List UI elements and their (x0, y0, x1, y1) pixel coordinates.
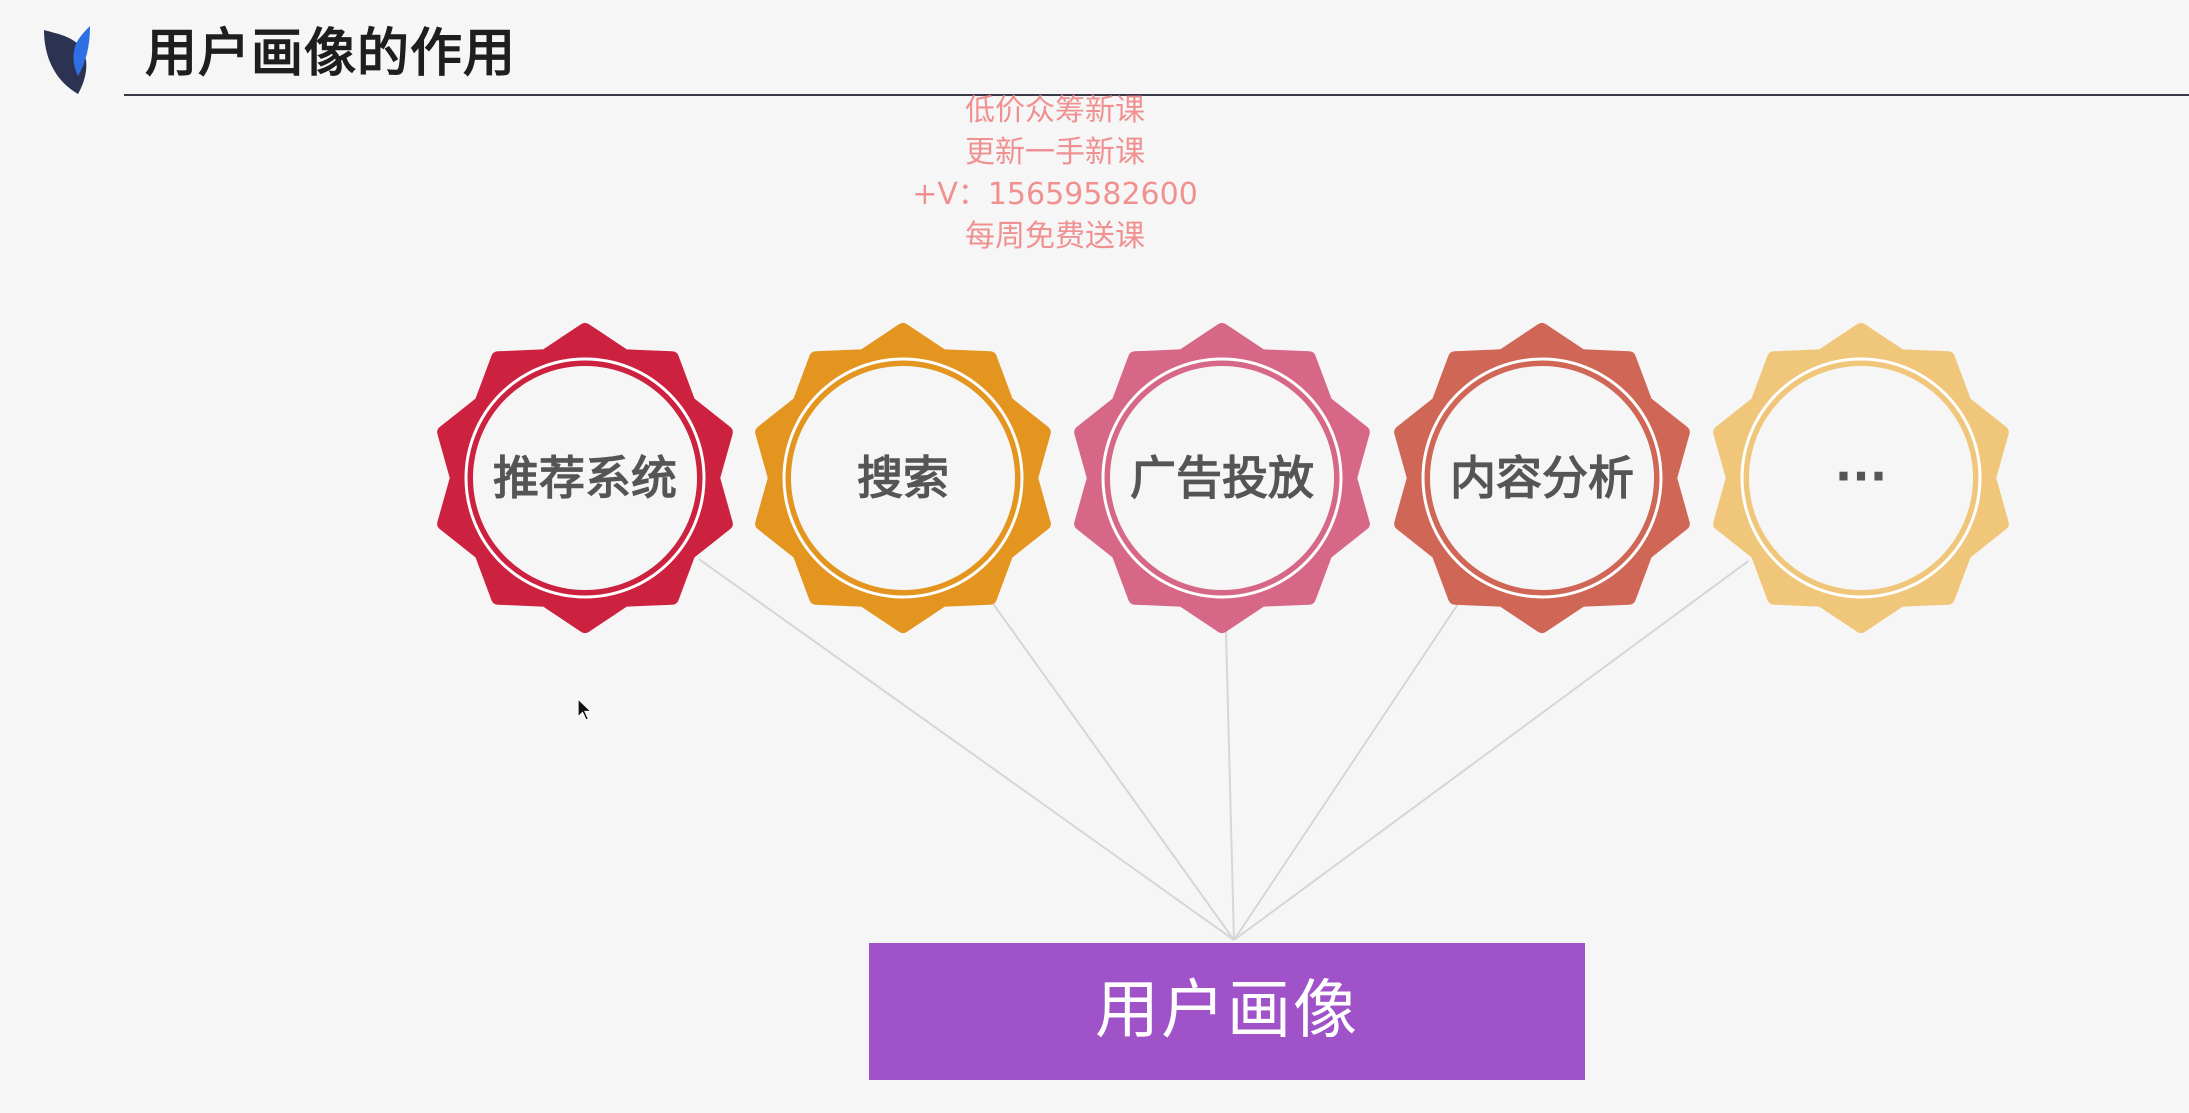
node-center-ads (1110, 366, 1334, 590)
node-search (755, 323, 1051, 633)
node-more (1713, 323, 2009, 633)
node-label-ads: 广告投放 (1130, 451, 1314, 505)
root-node-box: 用户画像 (869, 943, 1585, 1080)
node-center-more (1749, 366, 1973, 590)
watermark-line: 更新一手新课 (965, 135, 1145, 170)
node-center-recommend (473, 366, 697, 590)
connector-search (983, 591, 1235, 941)
node-label-recommend: 推荐系统 (493, 451, 677, 505)
node-label-more: ··· (1834, 449, 1888, 503)
mouse-cursor-icon (577, 698, 593, 721)
root-node-label: 用户画像 (1095, 974, 1359, 1048)
watermark-line: 每周免费送课 (965, 219, 1145, 254)
slide-title: 用户画像的作用 (145, 24, 517, 84)
watermark-line: 低价众筹新课 (965, 93, 1145, 128)
node-outer-line-content-analysis (1421, 357, 1663, 599)
connector-ads (1224, 617, 1235, 941)
connector-recommend (698, 558, 1235, 941)
node-label-content-analysis: 内容分析 (1450, 451, 1634, 505)
watermark-line: +V：15659582600 (912, 177, 1198, 212)
watermark: 低价众筹新课 更新一手新课 +V：15659582600 每周免费送课 (880, 90, 1230, 258)
connector-content-analysis (1233, 593, 1466, 941)
logo-icon (44, 26, 90, 94)
node-outer-line-more (1740, 357, 1982, 599)
node-outer-line-search (782, 357, 1024, 599)
node-center-search (791, 366, 1015, 590)
node-content-analysis (1394, 323, 1690, 633)
node-recommend (437, 323, 733, 633)
node-ads (1074, 323, 1370, 633)
connector-more (1233, 560, 1749, 941)
title-divider (124, 94, 2189, 96)
node-label-search: 搜索 (857, 451, 949, 505)
node-outer-line-ads (1101, 357, 1343, 599)
node-center-content-analysis (1430, 366, 1654, 590)
node-outer-line-recommend (464, 357, 706, 599)
